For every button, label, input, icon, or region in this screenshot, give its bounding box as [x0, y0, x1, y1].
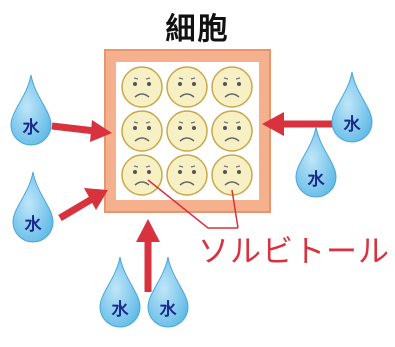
callout-pointer	[147, 179, 239, 229]
water-drop-icon: 水	[295, 126, 337, 198]
water-drop-icon: 水	[147, 256, 189, 328]
water-drops: 水水水水水水	[10, 71, 373, 328]
water-drop-icon: 水	[12, 171, 54, 243]
water-drop-icon: 水	[99, 256, 141, 328]
water-label: 水	[160, 299, 178, 320]
sad-face-icon	[166, 110, 208, 152]
pointer-line-left	[147, 179, 238, 229]
water-label: 水	[308, 169, 326, 190]
water-label: 水	[344, 114, 362, 135]
sad-face-icon	[166, 154, 208, 196]
sorbitol-label: ソルビトール	[198, 234, 390, 270]
sad-face-icon	[121, 66, 163, 108]
sad-face-icon	[211, 66, 253, 108]
water-label: 水	[23, 117, 41, 138]
cell-title: 細胞	[165, 12, 230, 47]
sad-face-icon	[211, 110, 253, 152]
water-drop-icon: 水	[331, 71, 373, 143]
water-label: 水	[112, 299, 130, 320]
sad-face-icon	[211, 154, 253, 196]
sad-face-icon	[166, 66, 208, 108]
water-drop-icon: 水	[10, 74, 52, 146]
sad-face-icon	[121, 110, 163, 152]
arrow-right	[262, 112, 340, 136]
sorbitol-molecules	[121, 66, 253, 196]
arrow-bottom	[136, 219, 160, 292]
pointer-line-right	[231, 189, 239, 229]
arrow-left-upper	[51, 120, 112, 142]
water-label: 水	[25, 214, 43, 235]
water-arrows	[51, 112, 340, 292]
arrow-left-lower	[58, 188, 108, 222]
sad-face-icon	[121, 154, 163, 196]
